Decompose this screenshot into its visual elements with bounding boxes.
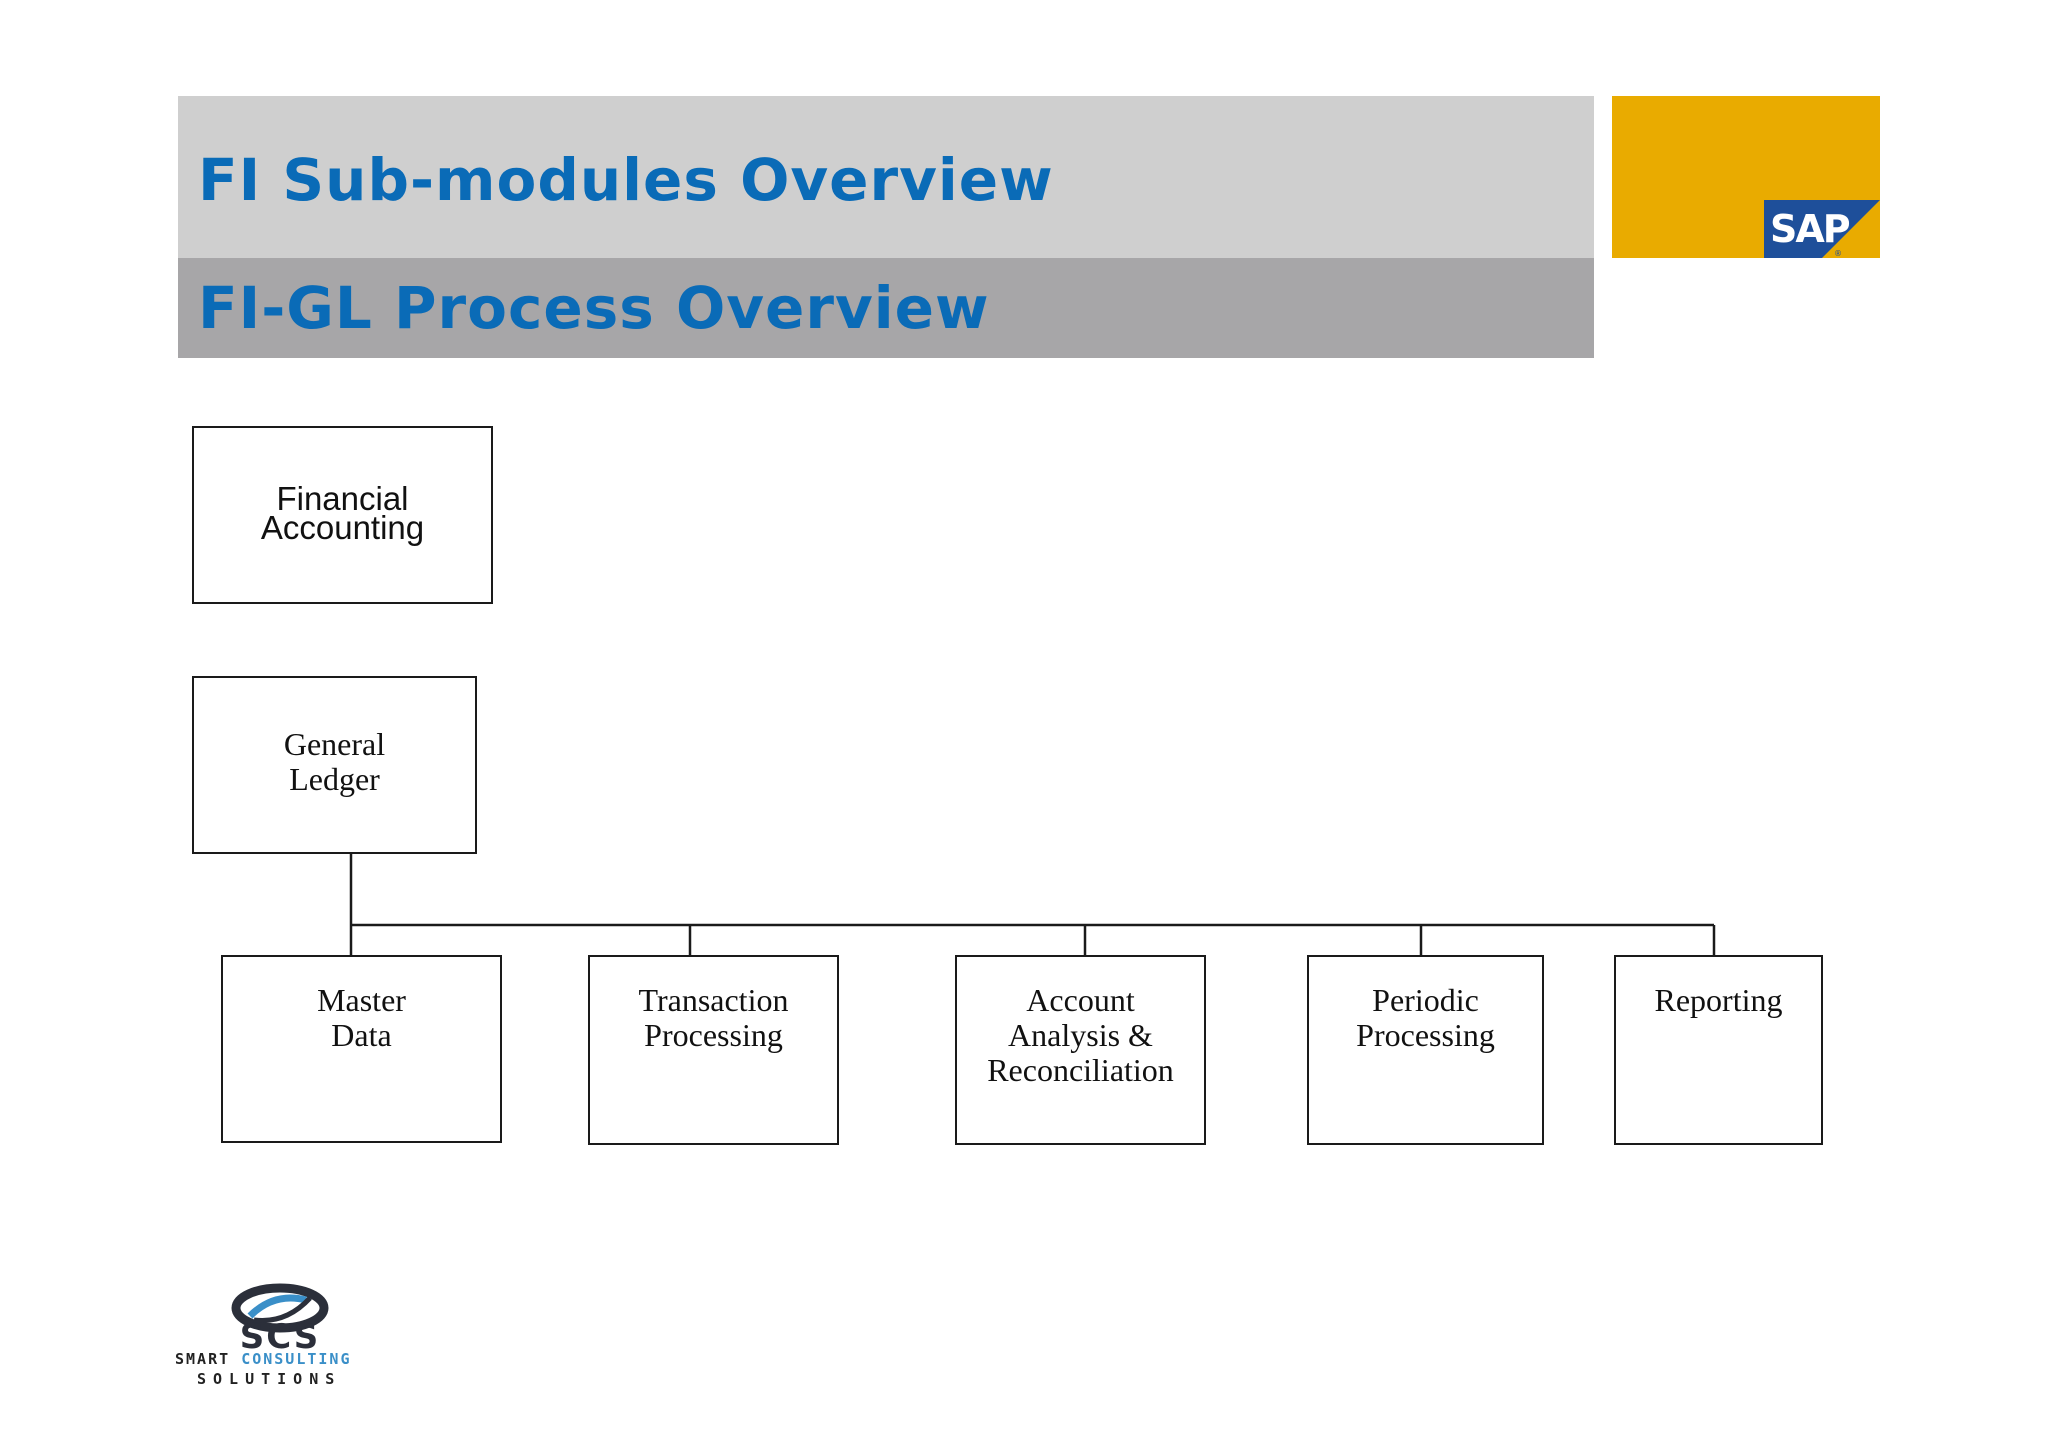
scs-wordmark: SMART CONSULTING SOLUTIONS bbox=[175, 1350, 415, 1388]
node-account-analysis-reconciliation: Account Analysis & Reconciliation bbox=[955, 955, 1206, 1145]
svg-text:®: ® bbox=[1834, 249, 1842, 258]
node-label: Periodic bbox=[1372, 982, 1479, 1018]
page-subtitle: FI-GL Process Overview bbox=[198, 274, 990, 342]
scs-swirl-icon bbox=[231, 1283, 329, 1333]
sap-logo: SAP ® bbox=[1764, 200, 1880, 258]
node-label: Master bbox=[317, 982, 406, 1018]
node-label: Ledger bbox=[289, 761, 380, 797]
node-reporting: Reporting bbox=[1614, 955, 1823, 1145]
node-label: General bbox=[283, 726, 386, 762]
node-label: Processing bbox=[644, 1017, 783, 1053]
node-label: Account bbox=[1026, 982, 1135, 1018]
node-label: Reconciliation bbox=[987, 1052, 1174, 1088]
scs-word-consulting: CONSULTING bbox=[241, 1350, 352, 1368]
scs-word-smart: SMART bbox=[175, 1350, 231, 1368]
node-master-data: Master Data bbox=[221, 955, 502, 1143]
subheader-banner: FI-GL Process Overview bbox=[178, 258, 1594, 358]
scs-logo: SCS bbox=[231, 1283, 329, 1357]
node-transaction-processing: Transaction Processing bbox=[588, 955, 839, 1145]
sap-brand-block: SAP ® bbox=[1612, 96, 1880, 258]
page-title: FI Sub-modules Overview bbox=[198, 146, 1054, 214]
sap-logo-text: SAP bbox=[1770, 207, 1850, 251]
header-banner: FI Sub-modules Overview bbox=[178, 96, 1594, 258]
node-general-ledger: General Ledger bbox=[192, 676, 477, 854]
node-label: Accounting bbox=[260, 509, 425, 546]
node-financial-accounting: Financial Accounting bbox=[192, 426, 493, 604]
node-label: Processing bbox=[1356, 1017, 1495, 1053]
node-label: Financial bbox=[276, 480, 409, 517]
node-label: Data bbox=[331, 1017, 392, 1053]
node-label: Transaction bbox=[638, 982, 789, 1018]
node-label: Analysis & bbox=[1008, 1017, 1153, 1053]
scs-mark: SCS bbox=[240, 1317, 321, 1357]
scs-word-solutions: SOLUTIONS bbox=[197, 1370, 342, 1388]
node-periodic-processing: Periodic Processing bbox=[1307, 955, 1544, 1145]
node-label: Reporting bbox=[1654, 982, 1783, 1018]
